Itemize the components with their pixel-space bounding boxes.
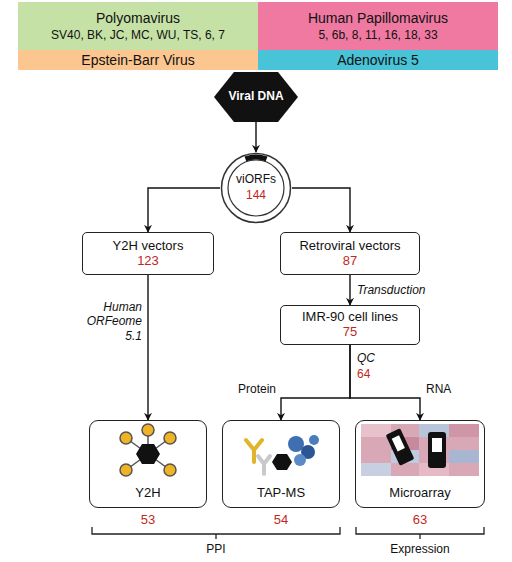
plasmid-ring [228, 160, 284, 216]
assay-box: TAP-MS54 [222, 420, 340, 508]
node-text: 63 [356, 513, 484, 528]
node-text: 87 [343, 254, 357, 269]
node-title: Microarray [356, 486, 484, 501]
flow-arrow [292, 188, 350, 232]
group-bracket [356, 527, 484, 539]
node-text: 53 [90, 513, 206, 528]
tapms-icon [246, 435, 319, 474]
circle-outline [220, 152, 292, 224]
flow-arrow [349, 275, 350, 305]
process-box: Retroviral vectors87 [280, 232, 420, 275]
flow-arrow [148, 188, 220, 232]
microarray-icon [361, 424, 479, 476]
process-box: IMR-90 cell lines75 [280, 305, 420, 345]
virus-band: Human Papillomavirus 5, 6b, 8, 11, 16, 18… [258, 2, 498, 50]
node-text: 75 [343, 325, 357, 340]
virus-band: PolyomavirusSV40, BK, JC, MC, WU, TS, 6,… [18, 2, 258, 50]
node-title: Polyomavirus [96, 10, 180, 26]
dna-hexagon: Viral DNA [214, 72, 298, 122]
edge-label: Protein [218, 382, 276, 396]
virus-band: Adenovirus 5 [258, 50, 498, 70]
assay-box: Y2H53 [89, 420, 207, 508]
edge-label: Human ORFeome 5.1 [82, 300, 142, 343]
insert-arc [245, 157, 266, 159]
node-title: Retroviral vectors [299, 239, 400, 254]
node-title: Human Papillomavirus [308, 10, 448, 26]
flow-arrow [281, 345, 350, 420]
node-title: IMR-90 cell lines [302, 310, 398, 325]
flow-arrow [350, 345, 420, 420]
virus-band: Epstein-Barr Virus [18, 50, 258, 70]
group-bracket [92, 527, 340, 539]
step-label: QC [357, 351, 397, 365]
node-title: Adenovirus 5 [337, 52, 419, 68]
node-title: Y2H [90, 486, 206, 501]
node-title: TAP-MS [223, 486, 339, 501]
node-text: 144 [246, 189, 266, 203]
node-text: 54 [223, 513, 339, 528]
flow-arrow [255, 122, 256, 152]
node-title: Viral DNA [228, 90, 283, 104]
flow-arrow [147, 275, 148, 420]
edge-label: RNA [426, 382, 476, 396]
hexagon-fill [214, 72, 298, 122]
y2h-icon [120, 424, 176, 476]
group-label: Expression [360, 542, 480, 556]
assay-box: Microarray63 [355, 420, 485, 508]
count-number: 64 [357, 367, 397, 381]
edge-label: Transduction [357, 283, 447, 297]
node-title: viORFs [236, 173, 276, 187]
node-title: Epstein-Barr Virus [81, 52, 194, 68]
plasmid-ring [222, 154, 291, 223]
node-text: 5, 6b, 8, 11, 16, 18, 33 [318, 29, 437, 43]
process-box: Y2H vectors123 [82, 232, 214, 275]
node-text: SV40, BK, JC, MC, WU, TS, 6, 7 [51, 29, 225, 43]
group-label: PPI [166, 542, 266, 556]
node-text: 123 [137, 254, 159, 269]
plasmid-circle: viORFs 144 [220, 152, 292, 224]
node-title: Y2H vectors [113, 239, 184, 254]
